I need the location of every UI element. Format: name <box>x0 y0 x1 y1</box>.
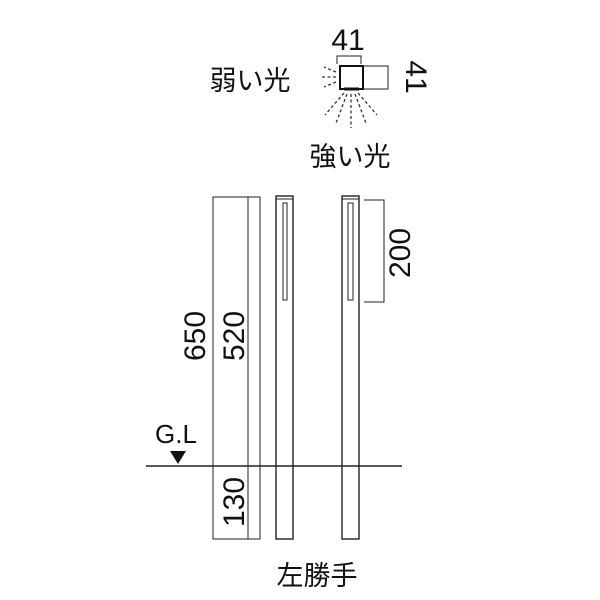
elevation-view: 650 520 130 G.L 200 <box>146 195 417 540</box>
post-side-view <box>275 195 294 540</box>
handedness-caption: 左勝手 <box>277 561 358 592</box>
total-height-dimension-box <box>212 196 249 540</box>
strong-light-rays-icon <box>324 92 378 128</box>
above-ground-dimension-line <box>248 196 261 466</box>
plan-view: 41 41 弱い光 強い光 <box>210 24 433 173</box>
post-front-view <box>341 195 360 540</box>
slot-length-label: 200 <box>384 228 417 278</box>
side-light-slot <box>282 202 288 301</box>
slot-length-dimension-line <box>364 199 385 303</box>
ground-line-label: G.L <box>155 419 197 449</box>
post-cross-section <box>339 65 364 90</box>
below-ground-dimension-line <box>248 466 261 540</box>
weak-light-rays-icon <box>322 66 337 88</box>
plan-depth-label: 41 <box>399 60 432 93</box>
plan-depth-dimension-line <box>363 65 389 90</box>
ground-level-marker-icon <box>170 451 186 464</box>
strong-light-label: 強い光 <box>310 142 391 173</box>
above-ground-label: 520 <box>218 311 251 361</box>
below-ground-label: 130 <box>218 477 251 527</box>
total-height-label: 650 <box>179 311 212 361</box>
plan-width-label: 41 <box>331 24 364 57</box>
front-light-slot <box>347 202 354 301</box>
weak-light-label: 弱い光 <box>210 66 291 97</box>
plan-width-dimension-line <box>336 55 362 64</box>
